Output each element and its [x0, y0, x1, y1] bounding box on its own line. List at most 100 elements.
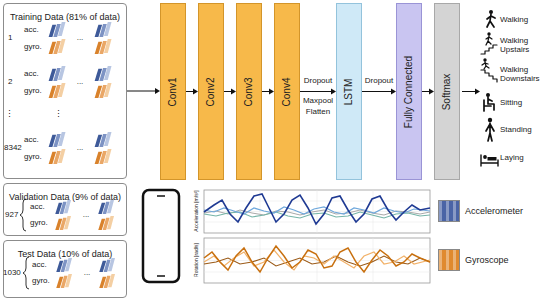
- ellipsis: ...: [77, 143, 84, 152]
- axis-tag: gyro.: [24, 152, 42, 161]
- axis-label: Rotation [rad/s]: [194, 243, 200, 277]
- upstairs-icon: [481, 45, 497, 54]
- layer-name: LSTM: [343, 78, 355, 105]
- upstairs-icon: [487, 32, 490, 35]
- layer-name: Conv4: [281, 77, 293, 106]
- axis-tag: gyro.: [30, 218, 48, 227]
- gyro-stack: [98, 216, 114, 230]
- class-label: Walking: [500, 15, 528, 24]
- acc-stack: [95, 22, 112, 37]
- legend-text: Accelerometer: [465, 206, 523, 216]
- class-label: Laying: [500, 153, 524, 162]
- laying-icon: [488, 157, 497, 161]
- layer-name: Fully Connected: [403, 55, 415, 127]
- acc-stack: [49, 22, 66, 37]
- plot-frame: [204, 190, 430, 233]
- phone-button: [157, 275, 165, 277]
- layer-name: Conv1: [167, 77, 179, 106]
- plot-curve: [204, 212, 430, 218]
- class-label: Walking Upstairs: [500, 36, 548, 54]
- acc-stack: [49, 66, 66, 81]
- layer-op: Dropout: [304, 76, 332, 85]
- gyro-stack: [95, 149, 112, 164]
- arrow-line: [422, 91, 430, 92]
- dataset-panel: Training Data (81% of data): [3, 3, 127, 179]
- conv-layer: Conv1: [160, 3, 186, 180]
- arrow-line: [224, 91, 232, 92]
- sample-index: 1: [8, 33, 12, 42]
- sample-index: 2: [8, 77, 12, 86]
- layer-op: Dropout: [365, 76, 393, 85]
- sitting-icon: [484, 97, 494, 111]
- arrow-line: [362, 91, 392, 92]
- ellipsis: ...: [83, 210, 90, 219]
- axis-tag: acc.: [30, 202, 45, 211]
- arrow-line: [186, 91, 194, 92]
- layer-op: Flatten: [306, 107, 330, 116]
- arrow-line: [462, 91, 475, 92]
- legend-swatch: [438, 200, 460, 222]
- sample-count: 927: [5, 210, 18, 219]
- conv-layer: Conv4: [274, 3, 300, 180]
- gyro-stack: [49, 149, 66, 164]
- class-label: Sitting: [500, 98, 522, 107]
- acc-stack: [49, 132, 66, 147]
- output-arrow: [462, 89, 480, 95]
- arrow-line: [262, 91, 270, 92]
- flow-arrow: [127, 88, 160, 94]
- downstairs-icon: [483, 58, 486, 61]
- dataset-panel: Validation Data (9% of data): [3, 183, 127, 236]
- arrow-line: [127, 91, 156, 92]
- gyro-stack: [55, 216, 71, 230]
- gyro-stack: [95, 83, 112, 98]
- panel-title: Validation Data (9% of data): [9, 192, 121, 203]
- dense-layer: Fully Connected: [396, 3, 422, 180]
- ellipsis: ⋮: [54, 109, 63, 119]
- panel-title: Training Data (81% of data): [10, 12, 120, 23]
- gyro-stack: [99, 274, 115, 288]
- layer-name: Softmax: [441, 73, 453, 110]
- brace: [20, 199, 26, 231]
- axis-label: Acceleration [m/s²]: [194, 190, 200, 231]
- laying-icon: [481, 155, 498, 166]
- flow-arrow: [262, 89, 274, 95]
- activity-icons: [481, 10, 498, 166]
- walking-icon: [487, 14, 495, 27]
- gyro-stack: [49, 83, 66, 98]
- sample-index: 8342: [4, 143, 22, 152]
- axis-tag: gyro.: [24, 86, 42, 95]
- braces: [20, 199, 29, 289]
- plot-grid: [204, 190, 430, 233]
- sample-count: 1030: [3, 268, 21, 277]
- phone-icon: [143, 190, 179, 282]
- class-label: Standing: [500, 125, 532, 134]
- plot-frame: [204, 238, 430, 283]
- conv-layer: Conv2: [198, 3, 224, 180]
- downstairs-icon: [481, 70, 497, 82]
- standing-icon: [486, 123, 494, 141]
- panel-title: Test Data (10% of data): [18, 249, 113, 260]
- arrow-line: [300, 91, 332, 92]
- flow-arrow: [300, 89, 336, 95]
- sample-stacks: [49, 22, 115, 288]
- acc-stack: [98, 200, 114, 214]
- plot-curve: [204, 250, 430, 270]
- acc-stack: [95, 132, 112, 147]
- acc-stack: [99, 258, 115, 272]
- plot-curve: [204, 194, 430, 224]
- lstm-layer: LSTM: [336, 3, 362, 180]
- gyro-stack: [95, 39, 112, 54]
- legend-text: Gyroscope: [465, 255, 509, 265]
- upstairs-icon: [486, 36, 492, 45]
- ellipsis: ...: [84, 268, 91, 277]
- phone-speaker: [157, 195, 165, 197]
- axis-tag: acc.: [24, 69, 39, 78]
- plot-curve: [204, 207, 430, 214]
- ellipsis: ...: [77, 33, 84, 42]
- downstairs-icon: [482, 62, 489, 69]
- acc-stack: [55, 200, 71, 214]
- axis-tag: acc.: [32, 260, 47, 269]
- accelerometer-plot: [204, 190, 430, 233]
- axis-tag: acc.: [24, 135, 39, 144]
